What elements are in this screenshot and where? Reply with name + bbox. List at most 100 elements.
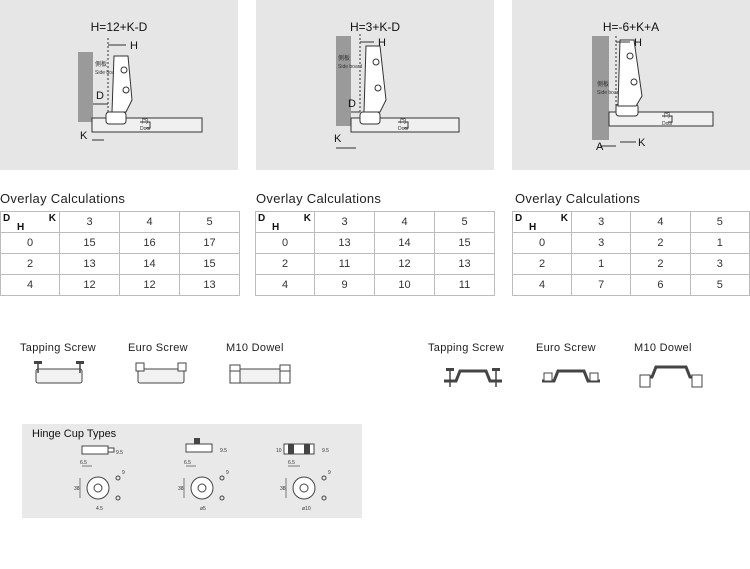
- table-cell: 1: [689, 232, 750, 254]
- screw-label-euro-1: Euro Screw: [128, 342, 188, 354]
- svg-text:側板: 側板: [338, 54, 350, 62]
- table-cell: 12: [59, 274, 120, 296]
- table-cell: 14: [374, 232, 435, 254]
- table-row: 0 3 2 1: [512, 232, 750, 254]
- table-row: 4 9 10 11: [255, 274, 495, 296]
- table-cell: 3: [689, 253, 750, 275]
- hinge-full-overlay-diagram: 側板 Side board Door 門 H D K: [78, 38, 203, 142]
- svg-text:Side board: Side board: [597, 90, 621, 96]
- column-header: 3: [570, 211, 632, 233]
- screw-label-euro-2: Euro Screw: [536, 342, 596, 354]
- svg-text:6.5: 6.5: [80, 460, 87, 466]
- svg-text:H: H: [634, 37, 642, 49]
- table-cell: 5: [689, 274, 750, 296]
- table-row: 0 15 16 17: [0, 232, 240, 254]
- hinge-inset-diagram: 側板 Side board Door 門 H K A: [592, 36, 714, 153]
- svg-text:9.5: 9.5: [220, 448, 227, 454]
- table-row: 2 13 14 15: [0, 253, 240, 275]
- table-cell: 13: [59, 253, 120, 275]
- table-cell: 1: [570, 253, 632, 275]
- table-cell: 11: [434, 274, 495, 296]
- m10-dowel-mount-plate-icon: [639, 365, 703, 388]
- formula-3: H=-6+K+A: [602, 20, 660, 34]
- table-cell: 3: [570, 232, 632, 254]
- table-cell: 9: [314, 274, 375, 296]
- table-cell: 15: [59, 232, 120, 254]
- table-cell: 16: [119, 232, 180, 254]
- svg-text:A: A: [596, 141, 604, 153]
- svg-text:10: 10: [276, 448, 282, 454]
- hinge-cup-1-diagram: 9.5 6.5 38 9 4.5: [74, 445, 125, 512]
- column-header: 3: [314, 211, 375, 233]
- screw-label-tapping-1: Tapping Screw: [20, 342, 97, 354]
- hinge-cup-2-diagram: 9.5 6.5 38 9 ø5: [178, 438, 229, 512]
- table-3-title: Overlay Calculations: [515, 191, 641, 206]
- svg-text:6.5: 6.5: [184, 460, 191, 466]
- hinge-cup-types-title: Hinge Cup Types: [32, 428, 117, 440]
- diagram-panel-2: H=3+K-D 側板 Side board Door 門 H D K: [256, 0, 494, 170]
- row-header: 4: [512, 274, 572, 296]
- svg-text:H: H: [130, 40, 138, 52]
- svg-text:Side board: Side board: [338, 64, 362, 70]
- svg-text:門: 門: [400, 118, 406, 125]
- table-cell: 10: [374, 274, 435, 296]
- table-cell: 2: [630, 253, 691, 275]
- table-cell: 13: [434, 253, 495, 275]
- hinge-cup-types-panel: Hinge Cup Types 9.5 6.5 38 9 4.5 9.5 6.5…: [22, 424, 362, 518]
- svg-text:門: 門: [664, 112, 670, 119]
- formula-2: H=3+K-D: [349, 20, 401, 34]
- table-cell: 14: [119, 253, 180, 275]
- column-header: 5: [434, 211, 495, 233]
- screw-label-dowel-2: M10 Dowel: [634, 342, 692, 354]
- svg-text:ø5: ø5: [200, 506, 206, 512]
- svg-text:ø10: ø10: [302, 506, 311, 512]
- row-header: 0: [255, 232, 315, 254]
- svg-text:9.5: 9.5: [322, 448, 329, 454]
- table-cell: 12: [119, 274, 180, 296]
- svg-text:D: D: [348, 98, 356, 110]
- diagram-panel-1: H=12+K-D 側板 Side board Door 門 H D K: [0, 0, 238, 170]
- table-row: 2 11 12 13: [255, 253, 495, 275]
- column-header: 4: [630, 211, 691, 233]
- row-header: 2: [512, 253, 572, 275]
- tapping-screw-mount-plate-icon: [444, 368, 502, 387]
- svg-text:K: K: [334, 133, 342, 145]
- column-header: 5: [689, 211, 750, 233]
- svg-text:Door: Door: [398, 126, 409, 132]
- svg-text:9.5: 9.5: [116, 450, 123, 456]
- svg-text:9: 9: [122, 470, 125, 476]
- row-header: 2: [255, 253, 315, 275]
- table-cell: 6: [630, 274, 691, 296]
- screw-label-dowel-1: M10 Dowel: [226, 342, 284, 354]
- svg-text:6.5: 6.5: [288, 460, 295, 466]
- table-cell: 15: [434, 232, 495, 254]
- svg-text:4.5: 4.5: [96, 506, 103, 512]
- svg-text:38: 38: [280, 486, 286, 492]
- table-row: 4 12 12 13: [0, 274, 240, 296]
- svg-text:Side board: Side board: [95, 70, 119, 76]
- svg-text:H: H: [378, 37, 386, 49]
- formula-1: H=12+K-D: [90, 20, 148, 34]
- screw-label-tapping-2: Tapping Screw: [428, 342, 505, 354]
- euro-screw-mount-plate-icon: [542, 369, 600, 383]
- row-header: 0: [512, 232, 572, 254]
- table-cell: 12: [374, 253, 435, 275]
- svg-text:側板: 側板: [95, 60, 107, 68]
- table-1-title: Overlay Calculations: [0, 191, 126, 206]
- table-cell: 7: [570, 274, 632, 296]
- svg-text:38: 38: [74, 486, 80, 492]
- column-header: 3: [59, 211, 120, 233]
- euro-screw-plate-icon: [135, 362, 187, 384]
- table-row: 4 7 6 5: [512, 274, 750, 296]
- hinge-half-overlay-diagram: 側板 Side board Door 門 H D K: [334, 34, 460, 149]
- row-header: 4: [0, 274, 60, 296]
- svg-text:K: K: [80, 130, 88, 142]
